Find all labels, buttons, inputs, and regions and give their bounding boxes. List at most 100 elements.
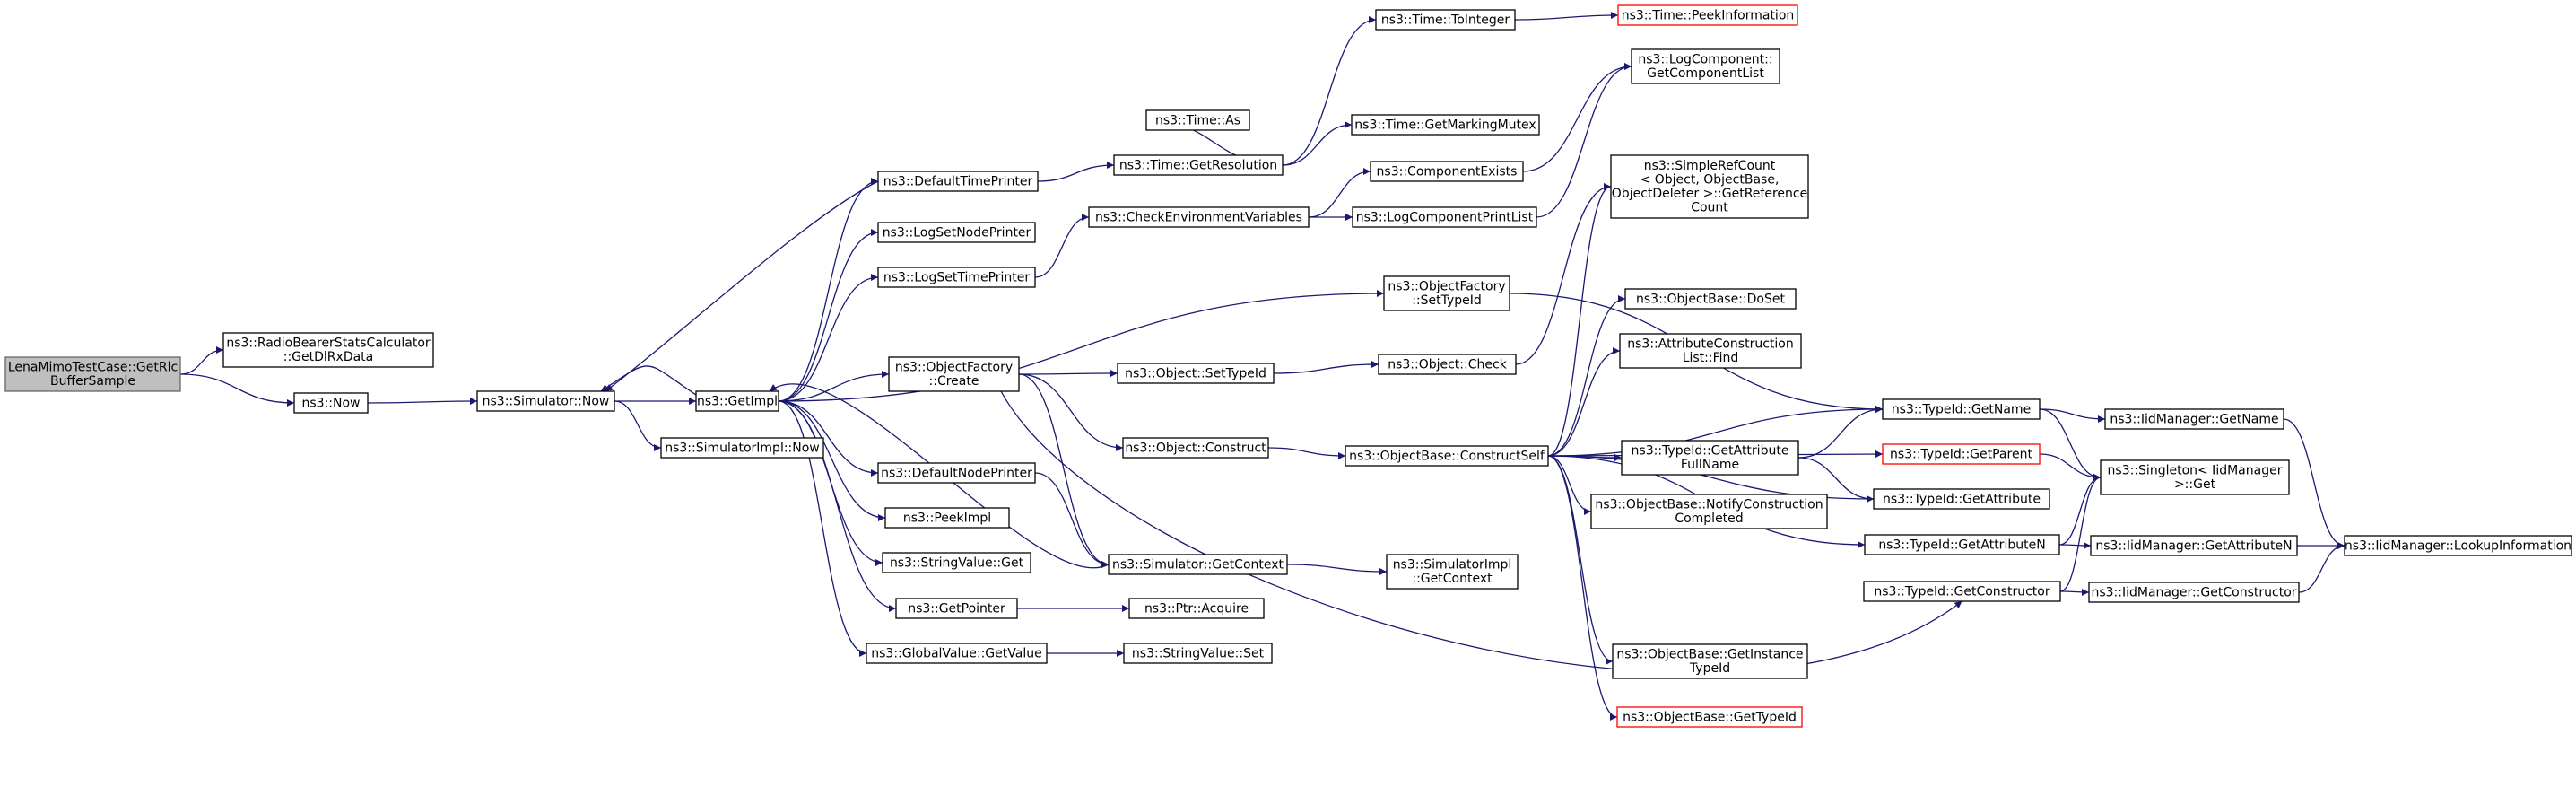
node-getpointer[interactable]: ns3::GetPointer [895, 598, 1018, 619]
node-box [895, 598, 1018, 619]
node-componentexists[interactable]: ns3::ComponentExists [1370, 161, 1524, 182]
node-label: ns3::ObjectBase::GetTypeId [1623, 710, 1797, 724]
node-label: ns3::CheckEnvironmentVariables [1095, 210, 1302, 224]
node-logsetnodeprinter[interactable]: ns3::LogSetNodePrinter [877, 222, 1036, 243]
node-objsettypeid[interactable]: ns3::Object::SetTypeId [1117, 363, 1275, 384]
edge-objbaseconstructself-to-objbasegettypeid [1547, 455, 1618, 721]
node-iidgetconstructor[interactable]: ns3::IidManager::GetConstructor [2088, 582, 2300, 603]
node-timegetres[interactable]: ns3::Time::GetResolution [1113, 154, 1284, 176]
node-label: ns3::ObjectBase::ConstructSelf [1349, 449, 1545, 463]
node-label: ns3::SimpleRefCount [1644, 159, 1776, 173]
node-objfactorycreate[interactable]: ns3::ObjectFactory::Create [888, 356, 1020, 392]
node-box [1621, 440, 1799, 476]
node-box [1610, 154, 1809, 219]
edge-typeidgetname-to-singletonget [2039, 408, 2102, 481]
edge-objbaseconstructself-to-typeidgetname [1547, 406, 1884, 457]
node-box [877, 267, 1036, 288]
node-label: ns3::IidManager::LookupInformation [2345, 538, 2572, 553]
node-objbasenotify[interactable]: ns3::ObjectBase::NotifyConstructionCompl… [1590, 494, 1828, 529]
node-iidgetname[interactable]: ns3::IidManager::GetName [2104, 408, 2284, 430]
node-box [1123, 643, 1273, 664]
node-objfactorysettypeid[interactable]: ns3::ObjectFactory::SetTypeId [1383, 275, 1510, 311]
node-checkenv[interactable]: ns3::CheckEnvironmentVariables [1088, 206, 1310, 228]
node-timetointeger[interactable]: ns3::Time::ToInteger [1375, 9, 1516, 31]
node-timeas[interactable]: ns3::Time::As [1145, 109, 1250, 131]
node-label: ns3::LogSetTimePrinter [883, 270, 1031, 284]
node-typeidgetparent[interactable]: ns3::TypeId::GetParent [1882, 443, 2041, 465]
edge-typeidgetparent-to-singletonget [2039, 453, 2102, 481]
edge-getimpl-to-objfactorysettypeid [778, 290, 1385, 402]
node-radio[interactable]: ns3::RadioBearerStatsCalculator::GetDlRx… [222, 332, 434, 368]
node-timemarkingmutex[interactable]: ns3::Time::GetMarkingMutex [1351, 114, 1540, 136]
node-box [1113, 154, 1284, 176]
node-label: ns3::DefaultNodePrinter [881, 466, 1032, 480]
node-box [1145, 109, 1250, 131]
node-box [1617, 4, 1798, 26]
node-globalvalueget[interactable]: ns3::GlobalValue::GetValue [866, 643, 1048, 664]
node-defnodeprinter[interactable]: ns3::DefaultNodePrinter [877, 462, 1036, 484]
node-typeidgetname[interactable]: ns3::TypeId::GetName [1882, 398, 2041, 420]
node-peekimpl[interactable]: ns3::PeekImpl [884, 507, 1010, 529]
node-simplerefcount[interactable]: ns3::SimpleRefCount< Object, ObjectBase,… [1610, 154, 1809, 219]
node-objbasedoset[interactable]: ns3::ObjectBase::DoSet [1624, 288, 1797, 310]
edge-getimpl-to-objfactorycreate [778, 371, 890, 402]
node-box [2344, 535, 2572, 556]
node-box [2100, 459, 2290, 495]
node-label: ns3::GetPointer [908, 601, 1005, 616]
node-box [695, 390, 779, 412]
node-getimpl[interactable]: ns3::GetImpl [695, 390, 779, 412]
node-objconstruct[interactable]: ns3::Object::Construct [1122, 437, 1269, 459]
node-typeidgetattribute[interactable]: ns3::TypeId::GetAttribute [1873, 488, 2050, 510]
node-simgetcontext[interactable]: ns3::Simulator::GetContext [1108, 554, 1288, 575]
node-iidgetattributen[interactable]: ns3::IidManager::GetAttributeN [2090, 535, 2298, 556]
node-now[interactable]: ns3::Now [293, 392, 369, 414]
node-ptracquire[interactable]: ns3::Ptr::Acquire [1128, 598, 1265, 619]
node-box [1351, 114, 1540, 136]
edge-objsettypeid-to-objcheck [1273, 361, 1379, 374]
node-label: ns3::SimulatorImpl [1393, 558, 1512, 573]
node-box [884, 507, 1010, 529]
node-box [1345, 445, 1549, 467]
node-label: ns3::ComponentExists [1377, 164, 1518, 179]
node-stringvalueget[interactable]: ns3::StringValue::Get [882, 552, 1031, 573]
node-simimplgetcontext[interactable]: ns3::SimulatorImpl::GetContext [1386, 554, 1519, 590]
node-logsettimeprinter[interactable]: ns3::LogSetTimePrinter [877, 267, 1036, 288]
node-label: ns3::Time::As [1155, 113, 1240, 127]
node-label: ns3::TypeId::GetParent [1890, 447, 2032, 461]
edge-logcompprintlist-to-logcompgetlist [1536, 63, 1632, 218]
node-simimplnow[interactable]: ns3::SimulatorImpl::Now [660, 437, 824, 459]
node-iidlookup[interactable]: ns3::IidManager::LookupInformation [2344, 535, 2572, 556]
node-label: List::Find [1683, 351, 1739, 365]
edge-typeidgetconstructor-to-singletonget [2059, 474, 2102, 592]
node-label: BufferSample [50, 374, 135, 389]
node-logcompprintlist[interactable]: ns3::LogComponentPrintList [1352, 206, 1537, 228]
node-box [4, 356, 181, 392]
node-simnow[interactable]: ns3::Simulator::Now [476, 390, 615, 412]
call-nodes: LenaMimoTestCase::GetRlcBufferSamplens3:… [4, 4, 2572, 728]
node-typeidgetconstructor[interactable]: ns3::TypeId::GetConstructor [1863, 581, 2061, 602]
node-logcompgetlist[interactable]: ns3::LogComponent::GetComponentList [1631, 48, 1780, 84]
node-box [222, 332, 434, 368]
edge-simgetcontext-to-simimplgetcontext [1286, 564, 1388, 575]
node-label: ns3::Time::ToInteger [1381, 13, 1510, 27]
node-singletonget[interactable]: ns3::Singleton< IidManager>::Get [2100, 459, 2290, 495]
node-box [882, 552, 1031, 573]
node-objbaseconstructself[interactable]: ns3::ObjectBase::ConstructSelf [1345, 445, 1549, 467]
node-objcheck[interactable]: ns3::Object::Check [1378, 354, 1517, 375]
node-stringvalueset[interactable]: ns3::StringValue::Set [1123, 643, 1273, 664]
node-label: ns3::TypeId::GetConstructor [1874, 584, 2049, 599]
node-typeidgetattributen[interactable]: ns3::TypeId::GetAttributeN [1864, 534, 2060, 555]
node-label: ns3::IidManager::GetAttributeN [2095, 538, 2292, 553]
node-box [1375, 9, 1516, 31]
node-timepeekinfo[interactable]: ns3::Time::PeekInformation [1617, 4, 1798, 26]
node-label: Count [1691, 201, 1728, 215]
node-deftimeprinter[interactable]: ns3::DefaultTimePrinter [877, 171, 1039, 192]
node-objbasegettypeid[interactable]: ns3::ObjectBase::GetTypeId [1616, 706, 1803, 728]
edge-now-to-simnow [367, 398, 478, 406]
node-label: ns3::LogSetNodePrinter [883, 225, 1031, 240]
node-box [1864, 534, 2060, 555]
